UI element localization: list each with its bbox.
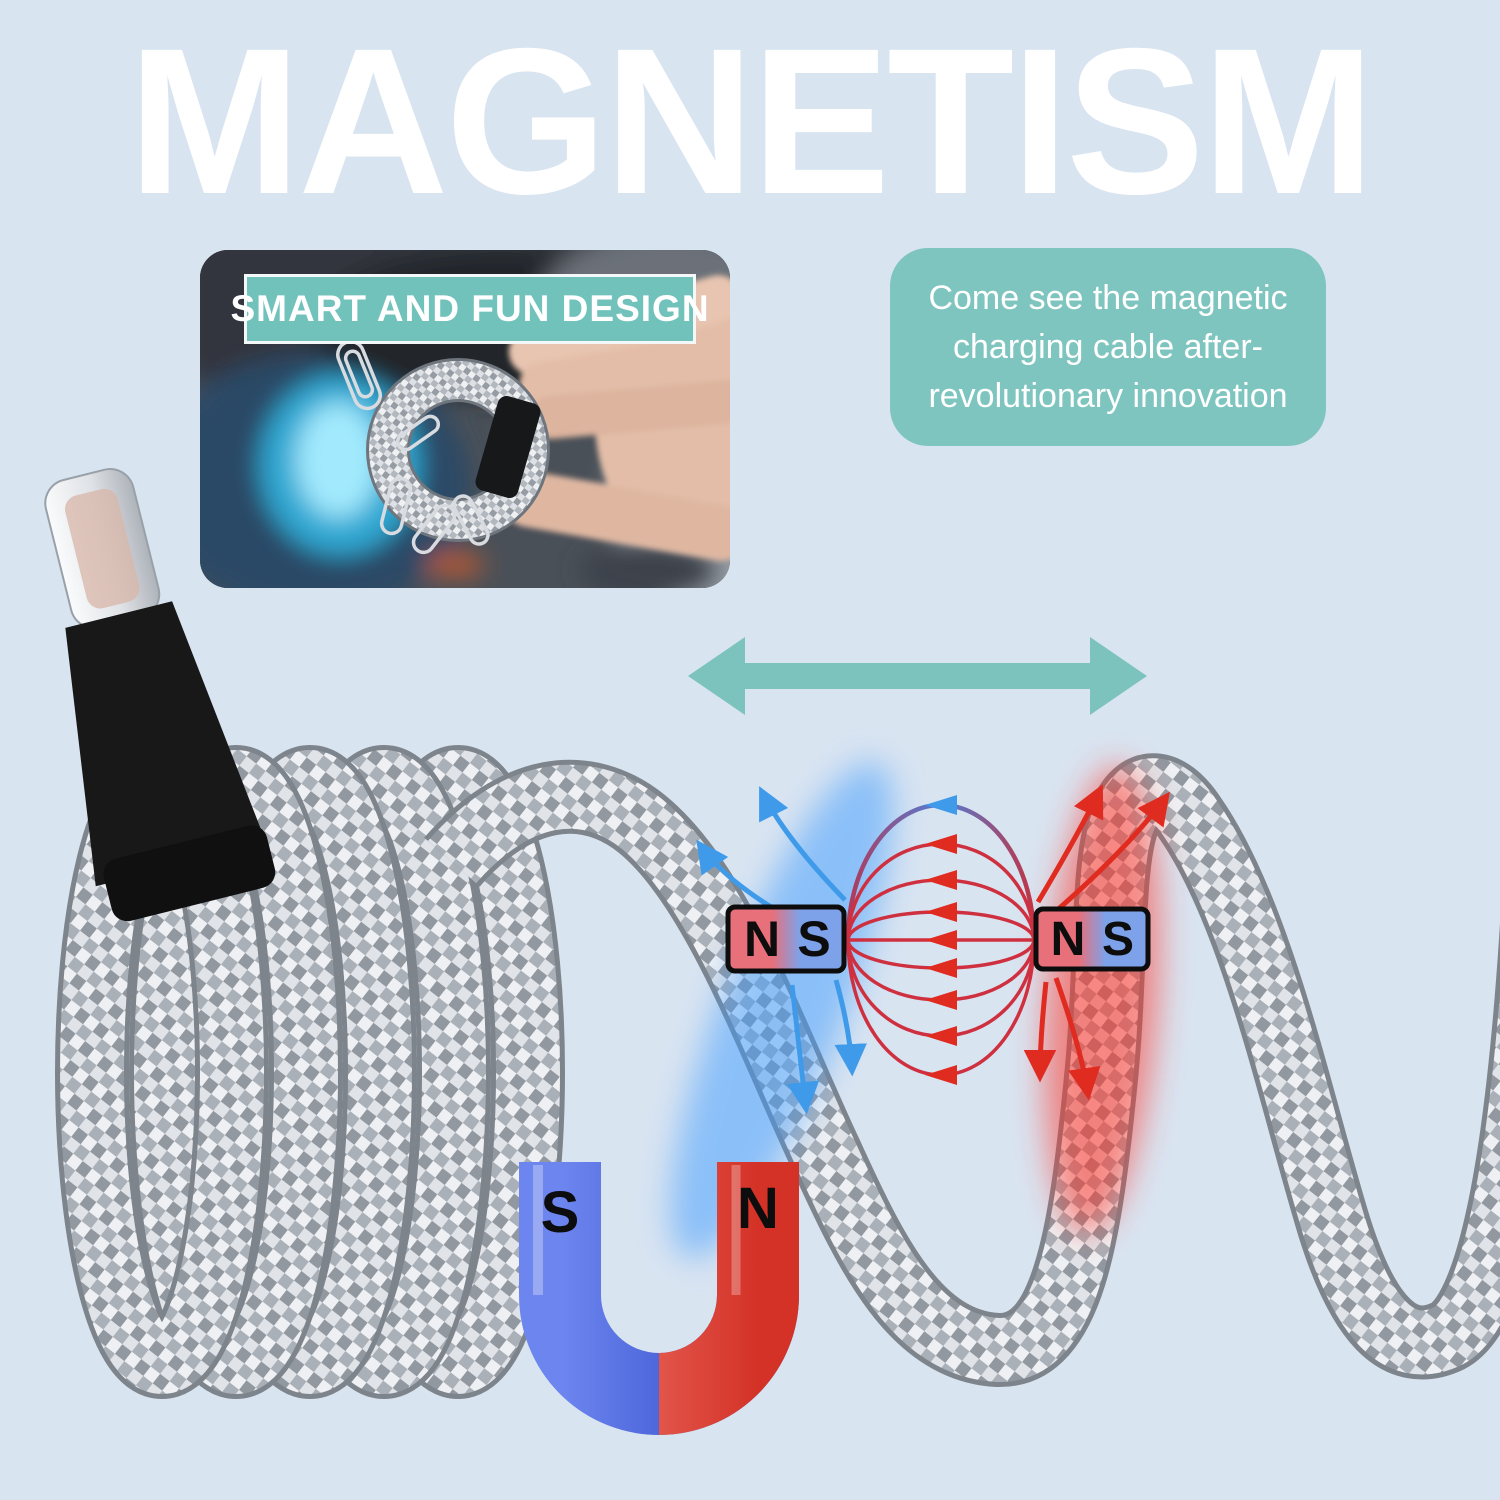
paper-clips [336,339,490,555]
photo-caption: SMART AND FUN DESIGN [230,274,709,344]
cable-lead [150,839,279,921]
callout-line-1: Come see the magnetic [928,278,1288,317]
field-line-arrowheads [925,795,957,1085]
callout-box: Come see the magnetic charging cable aft… [890,248,1326,446]
bar-magnet-left: N S [725,904,847,974]
cable-wave [424,753,1500,1387]
bar-magnet-left-n: N [744,911,780,967]
bar-magnet-left-s: S [797,911,830,967]
callout-line-3: revolutionary innovation [928,376,1288,415]
bar-magnet-right-s: S [1102,913,1134,966]
usb-c-tip [44,468,161,630]
magnetic-field-lines [845,802,1037,1077]
photo-caption-text: SMART AND FUN DESIGN [230,288,710,329]
stray-field-arrows [696,784,1170,1115]
horseshoe-s: S [541,1180,580,1245]
orange-smudge [425,552,485,578]
red-pole-glow [1043,765,1161,1235]
horseshoe-n: N [737,1176,779,1241]
connector-body [65,601,267,887]
callout-line-2: charging cable after- [953,327,1263,366]
cable-connector-end [475,395,541,499]
bar-magnet-right: N S [1033,906,1151,972]
product-photo: SMART AND FUN DESIGN [200,250,730,588]
coiled-cable-ring [366,358,550,542]
blue-pole-glow [670,761,894,1259]
horseshoe-magnet-icon: S N [519,1162,799,1435]
bar-magnet-right-n: N [1051,913,1086,966]
double-arrow-icon [688,637,1147,715]
cable-coil [55,745,565,1399]
page-title: MAGNETISM [127,6,1375,238]
